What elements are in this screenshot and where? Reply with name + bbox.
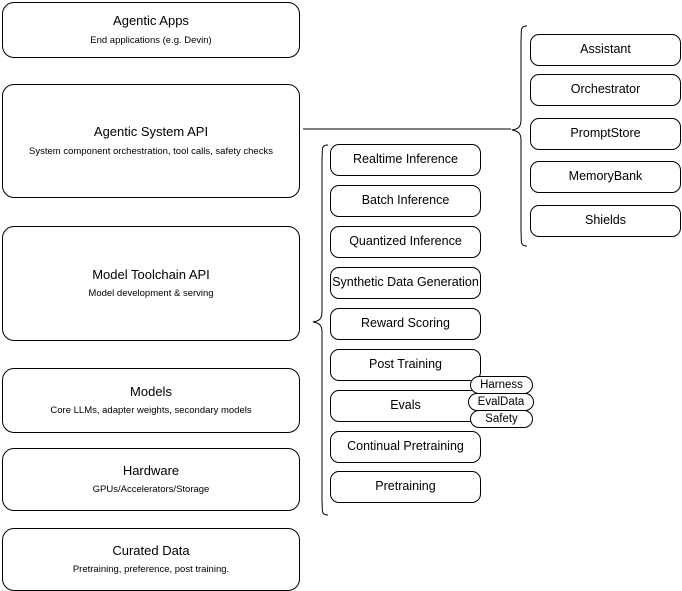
agentic-component-label: Orchestrator [570, 82, 641, 97]
evals-subcomponent-harness[interactable]: Harness [470, 376, 533, 394]
capability-label: Synthetic Data Generation [332, 275, 479, 290]
brace-toolchain-capabilities [312, 144, 329, 516]
layer-box-models[interactable]: Models Core LLMs, adapter weights, secon… [2, 368, 300, 433]
layer-box-agentic-system-api[interactable]: Agentic System API System component orch… [2, 84, 300, 198]
agentic-component-label: Assistant [580, 42, 631, 57]
agentic-component-box-shields[interactable]: Shields [530, 205, 681, 237]
agentic-component-box-promptstore[interactable]: PromptStore [530, 118, 681, 150]
layer-subtitle: Core LLMs, adapter weights, secondary mo… [50, 405, 252, 417]
evals-subcomponent-label: Harness [480, 379, 523, 391]
capability-label: Post Training [369, 357, 442, 372]
evals-subcomponent-safety[interactable]: Safety [470, 410, 533, 428]
layer-box-model-toolchain-api[interactable]: Model Toolchain API Model development & … [2, 226, 300, 341]
capability-box-batch-inference[interactable]: Batch Inference [330, 185, 481, 217]
evals-subcomponent-evaldata[interactable]: EvalData [468, 393, 534, 411]
agentic-component-box-orchestrator[interactable]: Orchestrator [530, 74, 681, 106]
capability-label: Reward Scoring [361, 316, 450, 331]
layer-box-hardware[interactable]: Hardware GPUs/Accelerators/Storage [2, 448, 300, 511]
capability-box-continual-pretraining[interactable]: Continual Pretraining [330, 431, 481, 463]
capability-box-quantized-inference[interactable]: Quantized Inference [330, 226, 481, 258]
layer-title: Models [130, 383, 172, 399]
capability-box-realtime-inference[interactable]: Realtime Inference [330, 144, 481, 176]
capability-label: Pretraining [375, 479, 436, 494]
layer-title: Agentic System API [93, 124, 209, 140]
layer-subtitle: Model development & serving [88, 288, 214, 300]
capability-label: Realtime Inference [353, 152, 458, 167]
capability-label: Continual Pretraining [347, 439, 464, 454]
layer-subtitle: System component orchestration, tool cal… [29, 145, 273, 157]
layer-title: Hardware [122, 462, 180, 478]
agentic-component-label: Shields [585, 213, 626, 228]
capability-box-pretraining[interactable]: Pretraining [330, 471, 481, 503]
capability-label: Batch Inference [361, 193, 450, 208]
layer-box-curated-data[interactable]: Curated Data Pretraining, preference, po… [2, 528, 300, 591]
agentic-component-label: PromptStore [570, 126, 641, 141]
layer-title: Curated Data [112, 542, 190, 558]
agentic-component-label: MemoryBank [568, 169, 643, 184]
layer-subtitle: GPUs/Accelerators/Storage [92, 484, 210, 496]
layer-title: Agentic Apps [113, 13, 189, 29]
agentic-component-box-assistant[interactable]: Assistant [530, 34, 681, 66]
capability-label: Evals [390, 398, 421, 413]
capability-label: Quantized Inference [349, 234, 462, 249]
agentic-component-box-memorybank[interactable]: MemoryBank [530, 161, 681, 193]
evals-subcomponent-label: EvalData [477, 396, 525, 408]
capability-box-post-training[interactable]: Post Training [330, 349, 481, 381]
capability-box-reward-scoring[interactable]: Reward Scoring [330, 308, 481, 340]
layer-subtitle: End applications (e.g. Devin) [90, 34, 212, 46]
capability-box-evals[interactable]: Evals [330, 390, 481, 422]
layer-subtitle: Pretraining, preference, post training. [72, 564, 230, 576]
capability-box-synthetic-data-generation[interactable]: Synthetic Data Generation [330, 267, 481, 299]
layer-title: Model Toolchain API [92, 266, 210, 282]
evals-subcomponent-label: Safety [485, 413, 518, 425]
layer-box-agentic-apps[interactable]: Agentic Apps End applications (e.g. Devi… [2, 2, 300, 58]
brace-agentic-components [511, 25, 528, 247]
